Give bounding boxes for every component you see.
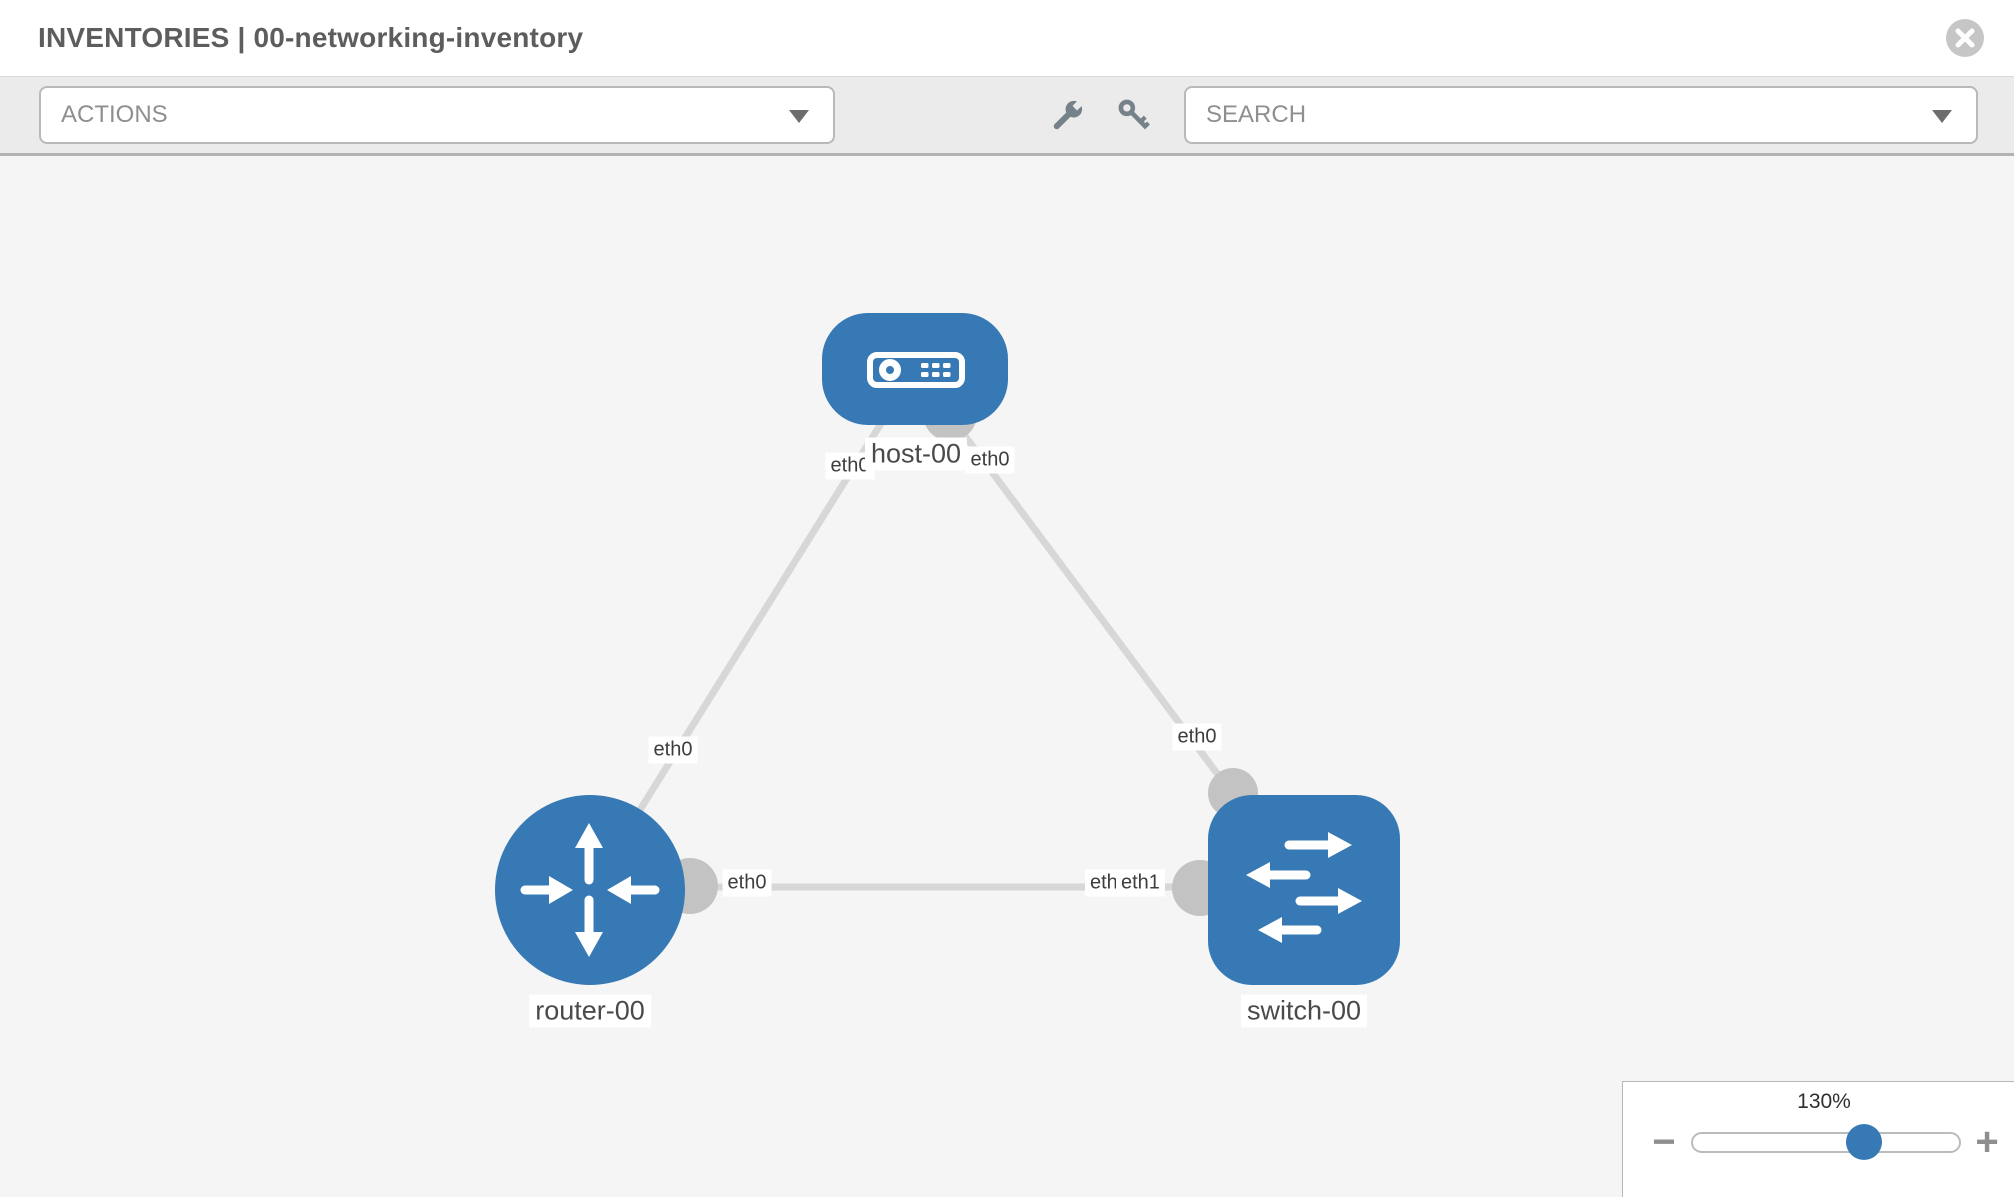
actions-dropdown[interactable]: ACTIONS [39, 86, 835, 144]
configure-button[interactable] [1044, 93, 1090, 139]
node-router[interactable] [495, 795, 685, 985]
zoom-level-value: 130% [1797, 1090, 1851, 1113]
zoom-in-button[interactable]: + [1975, 1120, 1999, 1164]
zoom-out-button[interactable]: − [1652, 1120, 1676, 1164]
key-icon [1118, 99, 1150, 130]
node-label-router: router-00 [529, 994, 651, 1028]
topology-graph [495, 313, 1400, 985]
close-icon [1955, 28, 1975, 48]
node-host[interactable] [822, 313, 1008, 425]
switch-icon [1246, 832, 1362, 943]
topology-toolbar: ACTIONS SEARCH [0, 77, 2014, 156]
node-label-switch: switch-00 [1240, 994, 1368, 1028]
chevron-down-icon [1932, 110, 1952, 123]
topology-canvas[interactable]: host-00 router-00 switch-00 eth0 eth0 et… [0, 156, 2014, 1197]
interface-label-router-link: eth0 [648, 736, 698, 764]
node-switch[interactable] [1208, 795, 1400, 985]
node-label-host: host-00 [864, 437, 968, 471]
credentials-button[interactable] [1112, 93, 1158, 139]
wrench-icon [1053, 99, 1084, 130]
zoom-slider-track[interactable] [1691, 1132, 1961, 1153]
interface-label-host-right: eth0 [965, 446, 1015, 474]
interface-label-router-right: eth0 [722, 869, 772, 897]
search-dropdown-label: SEARCH [1206, 101, 1307, 128]
zoom-slider-handle[interactable] [1846, 1124, 1882, 1160]
search-dropdown[interactable]: SEARCH [1184, 86, 1978, 144]
panel-header: INVENTORIES | 00-networking-inventory [0, 0, 2014, 77]
host-icon [867, 352, 965, 388]
interface-label-switch-eth1: eth1 [1116, 869, 1165, 897]
page-title: INVENTORIES | 00-networking-inventory [38, 22, 584, 53]
chevron-down-icon [789, 110, 809, 123]
router-icon [520, 823, 660, 957]
close-button[interactable] [1946, 19, 1984, 57]
actions-dropdown-label: ACTIONS [61, 101, 168, 128]
interface-label-switch-link: eth0 [1172, 723, 1222, 751]
zoom-control: 130% − + [1622, 1081, 2014, 1197]
